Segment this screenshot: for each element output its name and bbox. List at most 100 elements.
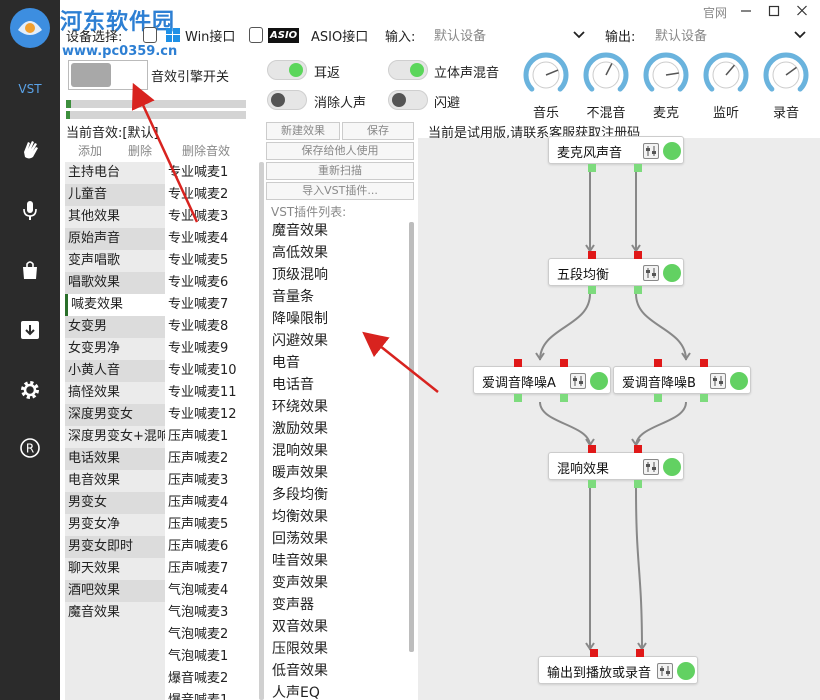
effect-preset-item[interactable]: 深度男变女+混响 [68,429,165,444]
nav-microphone[interactable] [0,190,60,230]
effect-preset-item[interactable]: 其他效果 [68,209,121,224]
effect-preset-item[interactable]: 男变女净 [68,517,121,532]
effect-preset-item[interactable]: 儿童音 [65,184,165,206]
graph-node[interactable]: 输出到播放或录音 [538,656,698,684]
graph-node[interactable]: 爱调音降噪A [473,366,611,394]
node-settings-icon[interactable] [570,373,586,389]
knob-record[interactable]: 录音 [758,50,814,121]
shout-effect-item[interactable]: 压声喊麦6 [168,539,229,554]
effect-preset-item[interactable]: 唱歌效果 [65,272,165,294]
shout-effect-item[interactable]: 专业喊麦10 [168,363,237,378]
effect-preset-item[interactable]: 变声唱歌 [68,253,121,268]
input-port[interactable] [560,359,568,367]
shout-effect-item[interactable]: 气泡喊麦1 [168,649,229,664]
node-power-icon[interactable] [663,142,681,160]
input-port[interactable] [588,251,596,259]
vst-plugin-item[interactable]: 环绕效果 [272,399,328,415]
toggle-ducking[interactable] [388,90,428,110]
nav-shop[interactable] [0,250,60,290]
engine-switch[interactable] [68,60,148,90]
shout-effect-item[interactable]: 压声喊麦1 [168,429,229,444]
output-port[interactable] [588,286,596,294]
toggle-vocal-remove[interactable] [267,90,307,110]
add-effect-button[interactable]: 添加 [78,144,103,158]
close-button[interactable] [796,2,808,22]
delete-effect-button[interactable]: 删除音效 [182,144,231,158]
node-settings-icon[interactable] [657,663,673,679]
shout-effect-item[interactable]: 爆音喊麦2 [168,671,229,686]
output-dropdown-chevron-icon[interactable] [793,28,807,42]
effect-preset-item[interactable]: 小黄人音 [65,360,165,382]
nav-download[interactable] [0,310,60,350]
new-effect-button[interactable]: 新建效果 [266,122,340,140]
official-site-link[interactable]: 官网 [703,6,728,20]
nav-vst[interactable]: VST [18,82,42,96]
input-port[interactable] [514,359,522,367]
save-for-others-button[interactable]: 保存给他人使用 [266,142,414,160]
input-port[interactable] [634,251,642,259]
node-settings-icon[interactable] [643,143,659,159]
nav-settings[interactable] [0,370,60,410]
node-power-icon[interactable] [663,458,681,476]
graph-node[interactable]: 混响效果 [548,452,684,480]
graph-node[interactable]: 五段均衡 [548,258,684,286]
toggle-ear-return[interactable] [267,60,307,80]
shout-effect-item[interactable]: 气泡喊麦4 [168,583,229,598]
vst-plugin-item[interactable]: 电话音 [272,377,314,393]
rescan-button[interactable]: 重新扫描 [266,162,414,180]
vst-plugin-item[interactable]: 人声EQ [272,685,320,700]
shout-effect-item[interactable]: 压声喊麦7 [168,561,229,576]
node-settings-icon[interactable] [710,373,726,389]
vst-plugin-item[interactable]: 降噪限制 [272,311,328,327]
input-port[interactable] [634,445,642,453]
shout-effect-item[interactable]: 专业喊麦9 [168,341,229,356]
vst-plugin-item[interactable]: 双音效果 [272,619,328,635]
input-port[interactable] [654,359,662,367]
input-port[interactable] [700,359,708,367]
effect-preset-item[interactable]: 魔音效果 [68,605,121,620]
shout-effect-item[interactable]: 压声喊麦2 [168,451,229,466]
effect-preset-item[interactable]: 男变女即时 [65,536,165,558]
vst-plugin-item[interactable]: 魔音效果 [272,223,328,239]
vst-plugin-item[interactable]: 暖声效果 [272,465,328,481]
effect-preset-item[interactable]: 聊天效果 [68,561,121,576]
vst-plugin-item[interactable]: 变声效果 [272,575,328,591]
knob-no-mix[interactable]: 不混音 [578,50,634,121]
shout-effect-item[interactable]: 爆音喊麦1 [168,690,228,700]
maximize-button[interactable] [768,2,780,22]
vst-plugin-item[interactable]: 低音效果 [272,663,328,679]
output-port[interactable] [560,394,568,402]
output-port[interactable] [588,480,596,488]
vst-plugin-item[interactable]: 闪避效果 [272,333,328,349]
shout-effect-item[interactable]: 专业喊麦7 [168,297,229,312]
effect-preset-item[interactable]: 主持电台 [68,165,121,180]
effect-preset-item[interactable]: 电音效果 [68,473,121,488]
effect-preset-item[interactable]: 酒吧效果 [65,580,165,602]
shout-effect-item[interactable]: 专业喊麦11 [168,385,237,400]
graph-node[interactable]: 麦克风声音 [548,136,684,164]
effect-preset-item[interactable]: 女变男 [65,316,165,338]
vst-plugin-item[interactable]: 多段均衡 [272,487,328,503]
output-port[interactable] [654,394,662,402]
graph-node[interactable]: 爱调音降噪B [613,366,751,394]
vst-plugin-item[interactable]: 顶级混响 [272,267,328,283]
vst-list-scrollbar[interactable] [409,222,414,652]
minimize-button[interactable] [740,2,752,22]
shout-effect-item[interactable]: 专业喊麦12 [168,407,237,422]
output-port[interactable] [634,164,642,172]
effect-preset-item[interactable]: 搞怪效果 [68,385,121,400]
node-power-icon[interactable] [677,662,695,680]
asio-checkbox[interactable] [249,27,263,43]
vst-plugin-item[interactable]: 回荡效果 [272,531,328,547]
node-settings-icon[interactable] [643,265,659,281]
shout-effect-item[interactable]: 专业喊麦3 [168,209,229,224]
effect-preset-item[interactable]: 喊麦效果 [65,294,165,316]
knob-music[interactable]: 音乐 [518,50,574,121]
shout-effect-item[interactable]: 压声喊麦5 [168,517,229,532]
vst-plugin-item[interactable]: 混响效果 [272,443,328,459]
input-dropdown-chevron-icon[interactable] [572,28,586,42]
vst-plugin-item[interactable]: 高低效果 [272,245,328,261]
vst-plugin-item[interactable]: 均衡效果 [272,509,328,525]
nav-wave[interactable] [0,130,60,170]
vst-plugin-item[interactable]: 电音 [272,355,300,371]
